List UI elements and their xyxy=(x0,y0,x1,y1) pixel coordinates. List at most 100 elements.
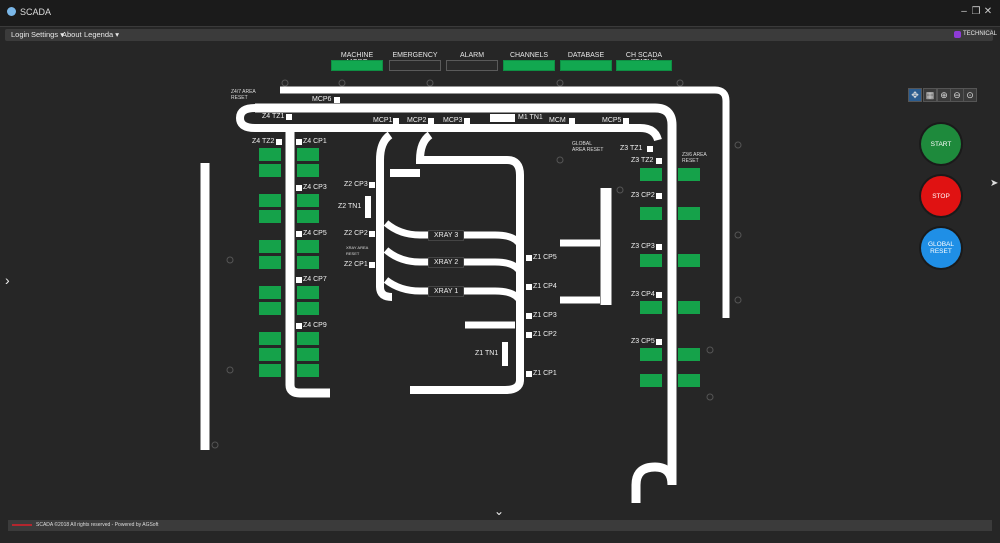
z3-station[interactable] xyxy=(640,301,662,314)
menu-settings[interactable]: Settings ▾ xyxy=(31,30,64,39)
menu-about[interactable]: About xyxy=(62,30,82,39)
z3-tz1-indicator[interactable] xyxy=(647,146,653,152)
zoom-in-icon[interactable]: ⊕ xyxy=(937,88,951,102)
mcp5-indicator[interactable] xyxy=(623,118,629,124)
z1-cp5-indicator[interactable] xyxy=(526,255,532,261)
window-title: SCADA xyxy=(20,7,52,17)
close-icon[interactable]: ✕ xyxy=(983,6,993,17)
z3-station[interactable] xyxy=(678,168,700,181)
menu-login[interactable]: Login xyxy=(11,30,30,39)
z4-station[interactable] xyxy=(297,332,319,345)
z3-station[interactable] xyxy=(678,254,700,267)
expand-down-icon[interactable]: ⌄ xyxy=(494,504,505,518)
minimize-icon[interactable]: – xyxy=(961,6,967,17)
z4-station[interactable] xyxy=(297,302,319,315)
z4-tz2-indicator[interactable] xyxy=(276,139,282,145)
menu-legenda[interactable]: Legenda ▾ xyxy=(84,30,120,39)
z3-station[interactable] xyxy=(640,207,662,220)
z3-station[interactable] xyxy=(678,374,700,387)
tab-alarm[interactable]: ALARM xyxy=(446,52,498,71)
z4-station[interactable] xyxy=(297,164,319,177)
zoom-out-icon[interactable]: ⊖ xyxy=(950,88,964,102)
z4-cp7-indicator[interactable] xyxy=(296,277,302,283)
xray1-machine[interactable]: XRAY 1 xyxy=(428,286,465,297)
tab-database[interactable]: DATABASE xyxy=(560,52,612,71)
z3-station[interactable] xyxy=(678,301,700,314)
tab-channels[interactable]: CHANNELS xyxy=(503,52,555,71)
mcp3-indicator[interactable] xyxy=(464,118,470,124)
select-tool-icon[interactable]: ▦ xyxy=(923,88,937,102)
z4-station[interactable] xyxy=(297,348,319,361)
z4-station[interactable] xyxy=(297,194,319,207)
z4-station[interactable] xyxy=(297,240,319,253)
z4-station[interactable] xyxy=(259,164,281,177)
z4-station[interactable] xyxy=(297,210,319,223)
z4-cp9-indicator[interactable] xyxy=(296,323,302,329)
z3-station[interactable] xyxy=(678,348,700,361)
z4-station[interactable] xyxy=(259,332,281,345)
tab-channels-label: CHANNELS xyxy=(509,52,549,59)
z4-station[interactable] xyxy=(259,240,281,253)
z2-cp2-indicator[interactable] xyxy=(369,231,375,237)
pan-tool-icon[interactable]: ✥ xyxy=(908,88,922,102)
user-role[interactable]: TECHNICAL xyxy=(963,31,998,37)
mcp6-indicator[interactable] xyxy=(334,97,340,103)
z4-cp5-indicator[interactable] xyxy=(296,231,302,237)
z3-station[interactable] xyxy=(640,254,662,267)
z3-station[interactable] xyxy=(640,348,662,361)
z4-station[interactable] xyxy=(259,364,281,377)
z4-station[interactable] xyxy=(259,348,281,361)
expand-left-icon[interactable]: › xyxy=(5,272,10,288)
z4-cp3-indicator[interactable] xyxy=(296,185,302,191)
start-button[interactable]: START xyxy=(921,124,961,164)
zoom-fit-icon[interactable]: ⊙ xyxy=(963,88,977,102)
z2-cp3-indicator[interactable] xyxy=(369,182,375,188)
z3-cp2-indicator[interactable] xyxy=(656,193,662,199)
label-z4-cp1: Z4 CP1 xyxy=(303,138,327,145)
z1-cp2-indicator[interactable] xyxy=(526,332,532,338)
z4-station[interactable] xyxy=(259,194,281,207)
title-bar: SCADA – ❐ ✕ xyxy=(0,0,1000,27)
z4-station[interactable] xyxy=(259,210,281,223)
z3-station[interactable] xyxy=(640,374,662,387)
z1-cp1-indicator[interactable] xyxy=(526,371,532,377)
z4-station[interactable] xyxy=(297,256,319,269)
mcp2-indicator[interactable] xyxy=(428,118,434,124)
z3-tz2-indicator[interactable] xyxy=(656,158,662,164)
tab-ch-scada-status[interactable]: CH SCADA STATUS xyxy=(616,52,672,71)
label-z4-tz1: Z4 TZ1 xyxy=(262,113,285,120)
z4-cp1-indicator[interactable] xyxy=(296,139,302,145)
xray2-machine[interactable]: XRAY 2 xyxy=(428,257,465,268)
mcm-indicator[interactable] xyxy=(569,118,575,124)
xray3-machine[interactable]: XRAY 3 xyxy=(428,230,465,241)
xray-area-reset-line1: XRAY AREA xyxy=(346,245,369,250)
z4-station[interactable] xyxy=(297,148,319,161)
label-z1-tn1: Z1 TN1 xyxy=(475,350,499,357)
z4-station[interactable] xyxy=(297,286,319,299)
xray-left-conveyor xyxy=(376,131,393,301)
z3-station[interactable] xyxy=(678,207,700,220)
z3-cp3-indicator[interactable] xyxy=(656,244,662,250)
z4-tz1-indicator[interactable] xyxy=(286,114,292,120)
tab-machine-mode[interactable]: MACHINE MODE xyxy=(331,52,383,71)
z1-cp4-indicator[interactable] xyxy=(526,284,532,290)
z4-station[interactable] xyxy=(259,256,281,269)
z1-cp3-indicator[interactable] xyxy=(526,313,532,319)
z2-cp1-indicator[interactable] xyxy=(369,262,375,268)
global-reset-button[interactable]: GLOBAL RESET xyxy=(921,228,961,268)
tab-emergency[interactable]: EMERGENCY xyxy=(389,52,441,71)
z3-cp4-indicator[interactable] xyxy=(656,292,662,298)
z4-station[interactable] xyxy=(297,364,319,377)
stop-button[interactable]: STOP xyxy=(921,176,961,216)
z4-station[interactable] xyxy=(259,286,281,299)
z3-cp5-indicator[interactable] xyxy=(656,339,662,345)
z4-station[interactable] xyxy=(259,302,281,315)
z3-station[interactable] xyxy=(640,168,662,181)
mcp1-indicator[interactable] xyxy=(393,118,399,124)
restore-icon[interactable]: ❐ xyxy=(971,6,981,17)
z4-station[interactable] xyxy=(259,148,281,161)
